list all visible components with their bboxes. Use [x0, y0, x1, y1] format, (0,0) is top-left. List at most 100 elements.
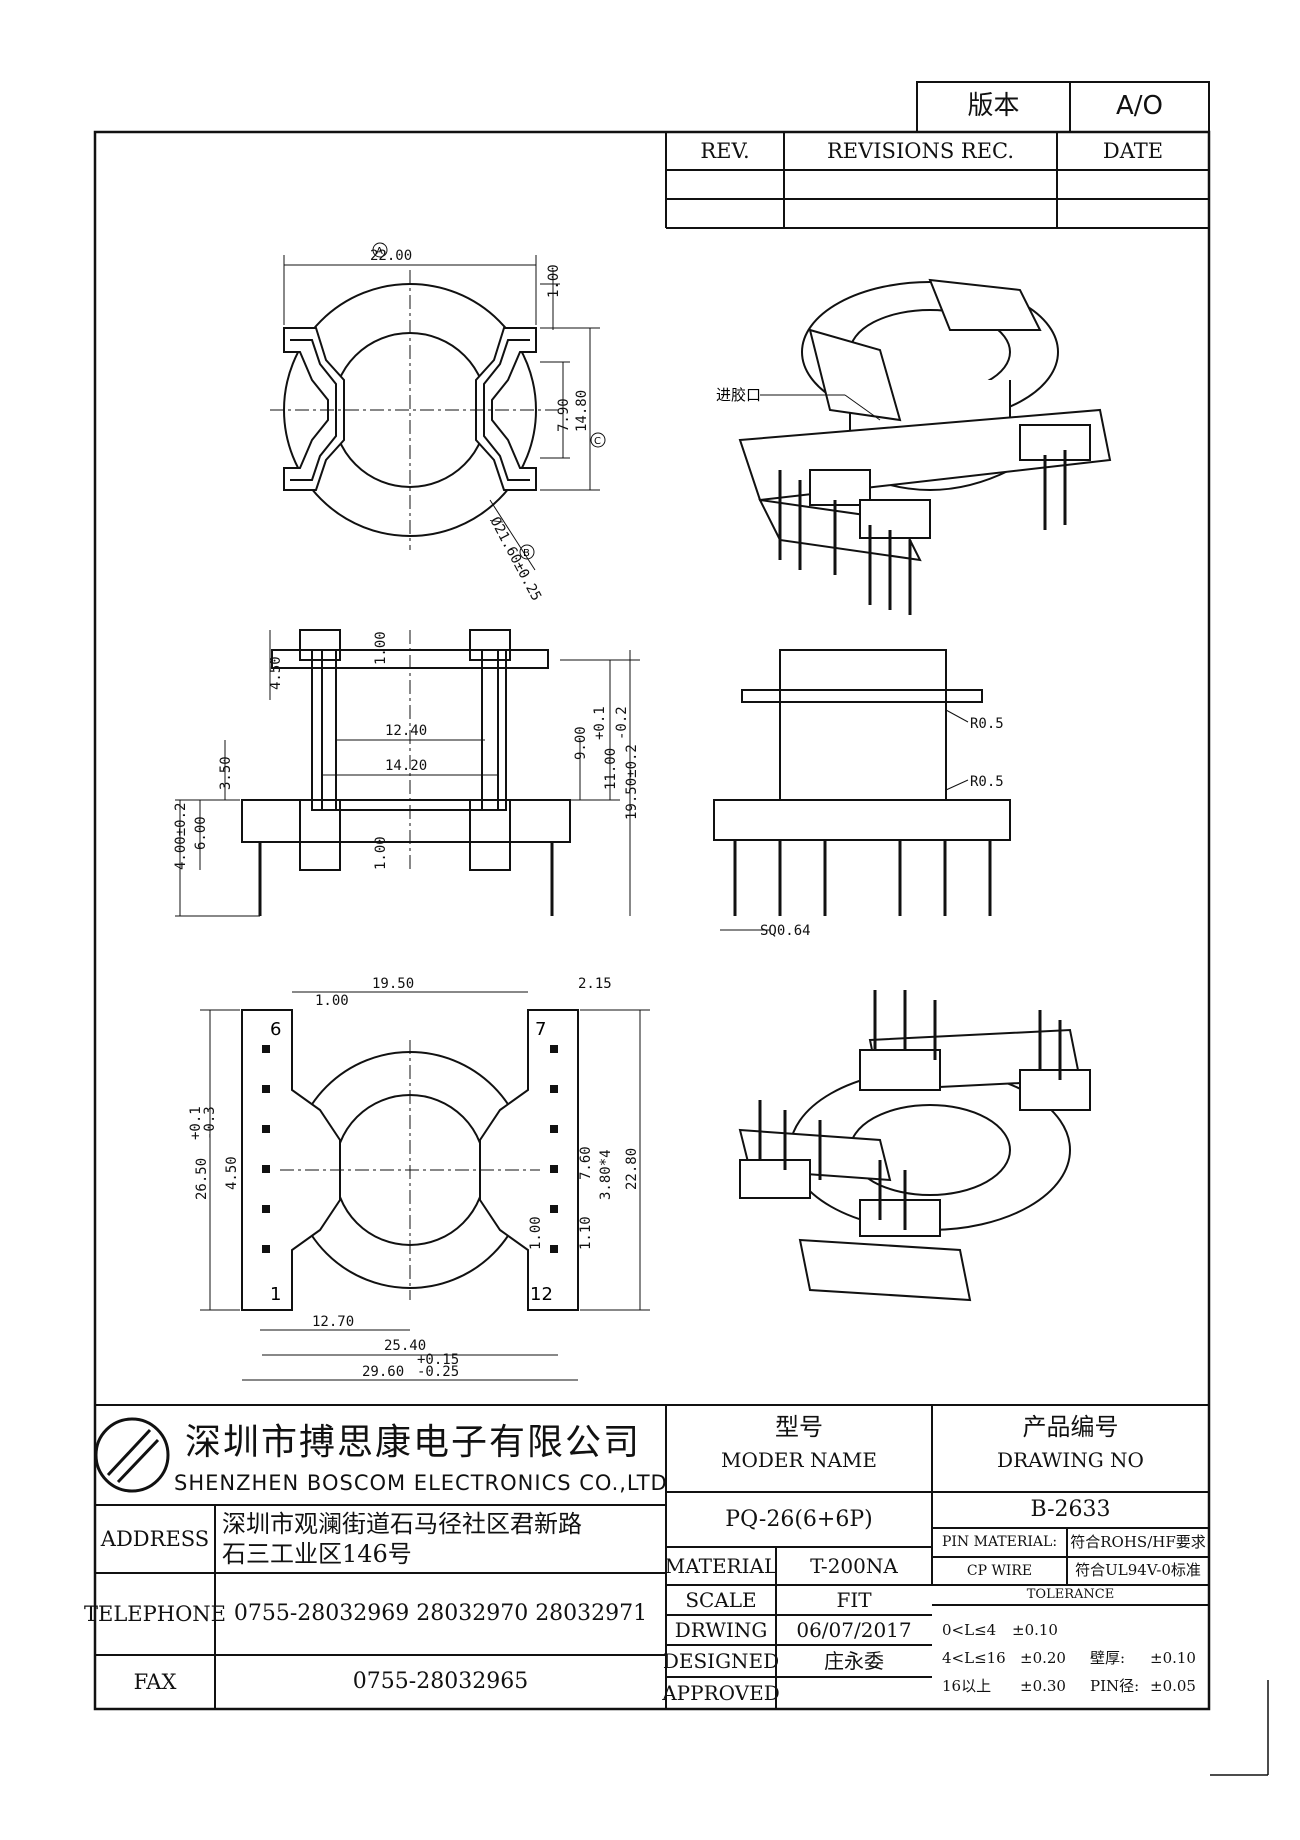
- pin-dia-value: ±0.05: [1150, 1677, 1196, 1696]
- pin-label-6: 6: [270, 1019, 281, 1040]
- pin-material-value: 符合ROHS/HF要求: [1070, 1532, 1206, 1551]
- pin-dia-label: PIN径:: [1090, 1677, 1140, 1696]
- dim-19-50: 19.50±0.2: [624, 744, 640, 820]
- address-line-1: 深圳市观澜街道石马径社区君新路: [222, 1510, 582, 1539]
- approved-label: APPROVED: [662, 1680, 780, 1705]
- revisions-rec-header: REVISIONS REC.: [826, 138, 1015, 163]
- material-label: MATERIAL: [664, 1553, 778, 1578]
- dim-22-80: 22.80: [624, 1148, 640, 1190]
- dim-1-10: 1.10: [578, 1216, 594, 1250]
- dim-6-00: 6.00: [193, 816, 209, 850]
- marker-c: [590, 432, 606, 448]
- dim-26-50-minus: -0.3: [202, 1106, 218, 1140]
- drawing-no-header-en: DRAWING NO: [997, 1447, 1144, 1472]
- gate-label: 进胶口: [716, 386, 761, 404]
- dim-4-50: 4.50: [268, 656, 284, 690]
- telephone-value: 0755-28032969 28032970 28032971: [233, 1601, 648, 1627]
- pin-label-1: 1: [270, 1284, 281, 1305]
- material-value: T-200NA: [810, 1553, 898, 1578]
- cp-wire-value: 符合UL94V-0标准: [1075, 1561, 1201, 1580]
- dim-2-15: 2.15: [578, 976, 612, 992]
- date-header: DATE: [1102, 138, 1164, 163]
- right-wing: [475, 327, 537, 491]
- scale-label: SCALE: [685, 1587, 757, 1612]
- marker-a-label: A: [376, 246, 383, 257]
- drwing-value: 06/07/2017: [796, 1617, 912, 1642]
- dim-25-40: 25.40: [384, 1338, 426, 1354]
- dim-26-50: 26.50: [194, 1158, 210, 1200]
- dim-3-50: 3.50: [218, 756, 234, 790]
- drawing-no-value: B-2633: [1030, 1497, 1111, 1523]
- dim-1-00-top: 1.00: [546, 264, 562, 298]
- dim-29-60-minus: -0.25: [417, 1364, 459, 1380]
- model-header-en: MODER NAME: [721, 1447, 877, 1472]
- model-value: PQ-26(6+6P): [725, 1506, 873, 1532]
- address-label: ADDRESS: [100, 1526, 210, 1551]
- marker-c-label: C: [594, 436, 601, 447]
- pin-material-label: PIN MATERIAL:: [941, 1534, 1058, 1551]
- dim-29-60: 29.60: [362, 1364, 404, 1380]
- tolerance-label: TOLERANCE: [1026, 1586, 1115, 1602]
- designed-value: 庄永委: [824, 1648, 884, 1673]
- dim-1-00-bottom: 1.00: [373, 836, 389, 870]
- dim-7-60: 7.60: [578, 1146, 594, 1180]
- dim-9-00: 9.00: [573, 726, 589, 760]
- dim-3-80x4: 3.80*4: [598, 1149, 614, 1200]
- company-name-cn: 深圳市搏思康电子有限公司: [185, 1421, 642, 1463]
- tol-row2-range: 4<L≤16: [942, 1649, 1006, 1668]
- designed-label: DESIGNED: [662, 1648, 780, 1673]
- version-value: A/O: [1115, 91, 1163, 122]
- dim-1-00-side: 1.00: [373, 631, 389, 665]
- fax-label: FAX: [133, 1669, 177, 1694]
- marker-a: [372, 242, 388, 258]
- dim-11-00: 11.00: [603, 748, 619, 790]
- wall-label: 壁厚:: [1090, 1649, 1126, 1668]
- fax-value: 0755-28032965: [352, 1669, 529, 1695]
- dim-22-00: 22.00: [370, 248, 412, 264]
- telephone-label: TELEPHONE: [84, 1601, 226, 1626]
- dim-11-00-minus: -0.2: [614, 706, 630, 740]
- left-wing: [283, 327, 345, 491]
- dim-7-90: 7.90: [556, 398, 572, 432]
- cp-wire-label: CP WIRE: [966, 1562, 1033, 1579]
- dim-r05-top: R0.5: [970, 716, 1004, 732]
- tol-row1-range: 0<L≤4: [942, 1621, 997, 1640]
- pin-label-12: 12: [530, 1284, 553, 1305]
- tol-row3-range: 16以上: [942, 1677, 992, 1696]
- dim-14-20: 14.20: [385, 758, 427, 774]
- dim-11-00-plus: +0.1: [592, 706, 608, 740]
- tol-row1-value: ±0.10: [1012, 1621, 1058, 1640]
- scale-value: FIT: [836, 1587, 872, 1612]
- dim-4-50-bv: 4.50: [224, 1156, 240, 1190]
- dim-1-00-bv: 1.00: [315, 993, 349, 1009]
- wall-value: ±0.10: [1150, 1649, 1196, 1668]
- marker-b-label: B: [523, 548, 530, 559]
- model-header-cn: 型号: [775, 1413, 823, 1442]
- dim-r05-bottom: R0.5: [970, 774, 1004, 790]
- marker-b: [519, 544, 535, 560]
- tol-row3-value: ±0.30: [1020, 1677, 1066, 1696]
- company-name-en: SHENZHEN BOSCOM ELECTRONICS CO.,LTD: [174, 1470, 668, 1495]
- dim-12-40: 12.40: [385, 723, 427, 739]
- drwing-label: DRWING: [674, 1617, 768, 1642]
- dim-12-70: 12.70: [312, 1314, 354, 1330]
- dim-14-80: 14.80: [574, 390, 590, 432]
- dim-4-00: 4.00±0.2: [173, 803, 189, 870]
- tol-row2-value: ±0.20: [1020, 1649, 1066, 1668]
- drawing-no-header-cn: 产品编号: [1022, 1413, 1119, 1442]
- version-label: 版本: [967, 91, 1020, 122]
- dim-26-50-plus: +0.1: [188, 1106, 204, 1140]
- pin-label-7: 7: [535, 1019, 546, 1040]
- dim-19-50-bottom: 19.50: [372, 976, 414, 992]
- dim-sq064: SQ0.64: [760, 923, 811, 939]
- dim-29-60-plus: +0.15: [417, 1352, 459, 1368]
- dim-1-00-bv2: 1.00: [528, 1216, 544, 1250]
- address-line-2: 石三工业区146号: [222, 1540, 412, 1569]
